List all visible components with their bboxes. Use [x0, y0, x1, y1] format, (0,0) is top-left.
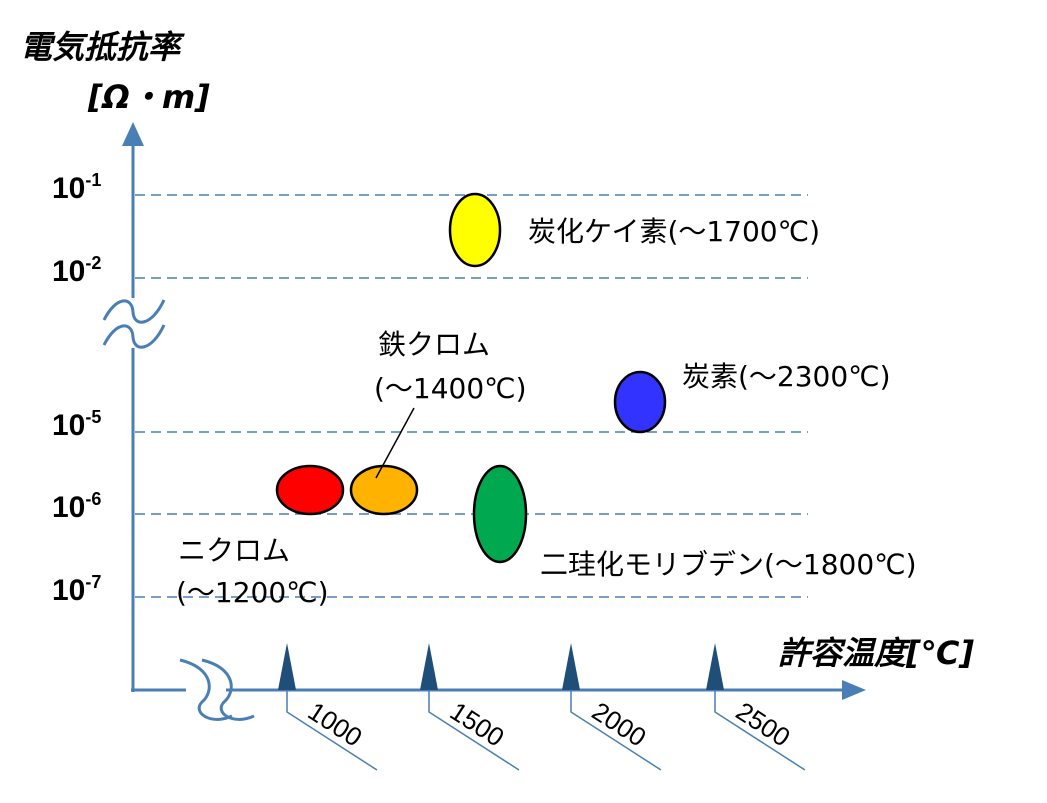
point-label-carbon: 炭素(～2300℃)	[682, 360, 891, 393]
y-tick-base: 10	[52, 574, 85, 607]
data-point-nichrome	[275, 464, 345, 516]
y-tick-label-1e-2: 10-2	[52, 253, 101, 288]
y-tick-base: 10	[52, 491, 85, 524]
y-tick-exp: -7	[85, 572, 101, 592]
y-tick-exp: -1	[85, 170, 101, 190]
x-tick-label-1000: 1000	[303, 696, 368, 753]
x-axis-title: 許容温度[℃]	[778, 634, 974, 672]
x-tick-marker-1000	[278, 643, 296, 690]
data-point-sic	[448, 192, 502, 268]
y-axis-break	[102, 298, 166, 349]
y-tick-exp: -5	[85, 407, 101, 427]
y-tick-base: 10	[52, 172, 85, 205]
point-label-sic: 炭化ケイ素(～1700℃)	[528, 215, 820, 248]
data-point-iron-chrome	[349, 464, 419, 516]
point-label-iron-chrome-line2: (～1400℃)	[374, 372, 527, 405]
x-tick-label-1500: 1500	[445, 696, 510, 753]
point-label-iron-chrome-line1: 鉄クロム	[378, 328, 490, 361]
y-axis-title-line1: 電気抵抗率	[20, 28, 185, 66]
x-tick-marker-2000	[562, 643, 580, 690]
y-tick-base: 10	[52, 255, 85, 288]
gridlines	[135, 194, 808, 598]
y-tick-base: 10	[52, 409, 85, 442]
x-tick-label-2000: 2000	[587, 696, 652, 753]
point-label-nichrome-line1: ニクロム	[178, 534, 290, 567]
x-axis-break	[179, 658, 255, 721]
data-point-carbon	[613, 370, 667, 434]
x-tick-marker-1500	[420, 643, 438, 690]
data-point-mosi2	[472, 464, 528, 564]
point-label-nichrome-line2: (～1200℃)	[176, 576, 329, 609]
x-tick-leaders	[286, 690, 806, 771]
x-axis-arrowhead	[842, 680, 866, 700]
y-tick-label-1e-7: 10-7	[52, 572, 101, 607]
y-axis-title-line2: [Ω・m]	[87, 78, 210, 116]
x-tick-markers	[278, 643, 724, 690]
y-tick-label-1e-6: 10-6	[52, 489, 101, 524]
y-tick-label-1e-5: 10-5	[52, 407, 101, 442]
x-tick-marker-2500	[706, 643, 724, 690]
y-tick-exp: -2	[85, 253, 101, 273]
y-tick-label-1e-1: 10-1	[52, 170, 101, 205]
y-tick-exp: -6	[85, 489, 101, 509]
x-tick-label-2500: 2500	[731, 696, 796, 753]
label-leader-iron-chrome	[375, 407, 415, 479]
point-label-mosi2: 二珪化モリブデン(～1800℃)	[540, 548, 917, 581]
y-axis-arrowhead	[122, 122, 144, 146]
